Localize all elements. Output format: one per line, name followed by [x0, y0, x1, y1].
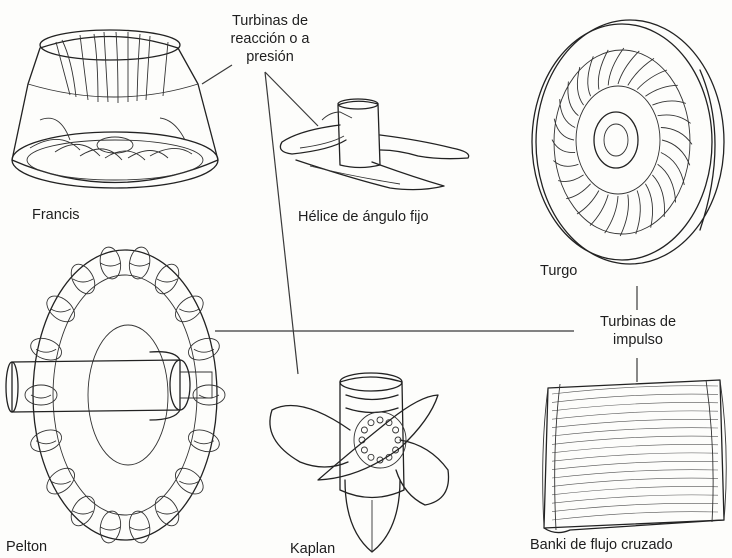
kaplan-runner-drawing [270, 373, 449, 552]
turgo-runner-drawing [532, 20, 724, 264]
helice-propeller-drawing [280, 99, 468, 190]
group-impulse-line-1: Turbinas de [578, 313, 698, 331]
connector-reaction-francis [202, 65, 232, 84]
connector-reaction-helice [265, 72, 318, 126]
group-label-reaction: Turbinas de reacción o a presión [216, 12, 324, 66]
group-impulse-line-2: impulso [578, 331, 698, 349]
pelton-wheel-drawing [6, 246, 225, 545]
group-reaction-line-2: reacción o a [216, 30, 324, 48]
group-label-impulse: Turbinas de impulso [578, 313, 698, 349]
group-reaction-line-3: presión [216, 48, 324, 66]
banki-runner-drawing [543, 380, 727, 533]
francis-runner-drawing [12, 30, 218, 188]
label-turgo: Turgo [540, 262, 577, 280]
label-banki: Banki de flujo cruzado [530, 536, 673, 554]
group-reaction-line-1: Turbinas de [216, 12, 324, 30]
label-kaplan: Kaplan [290, 540, 335, 558]
label-helice: Hélice de ángulo fijo [298, 208, 429, 226]
label-pelton: Pelton [6, 538, 47, 556]
label-francis: Francis [32, 206, 80, 224]
connector-reaction-kaplan [265, 72, 298, 374]
